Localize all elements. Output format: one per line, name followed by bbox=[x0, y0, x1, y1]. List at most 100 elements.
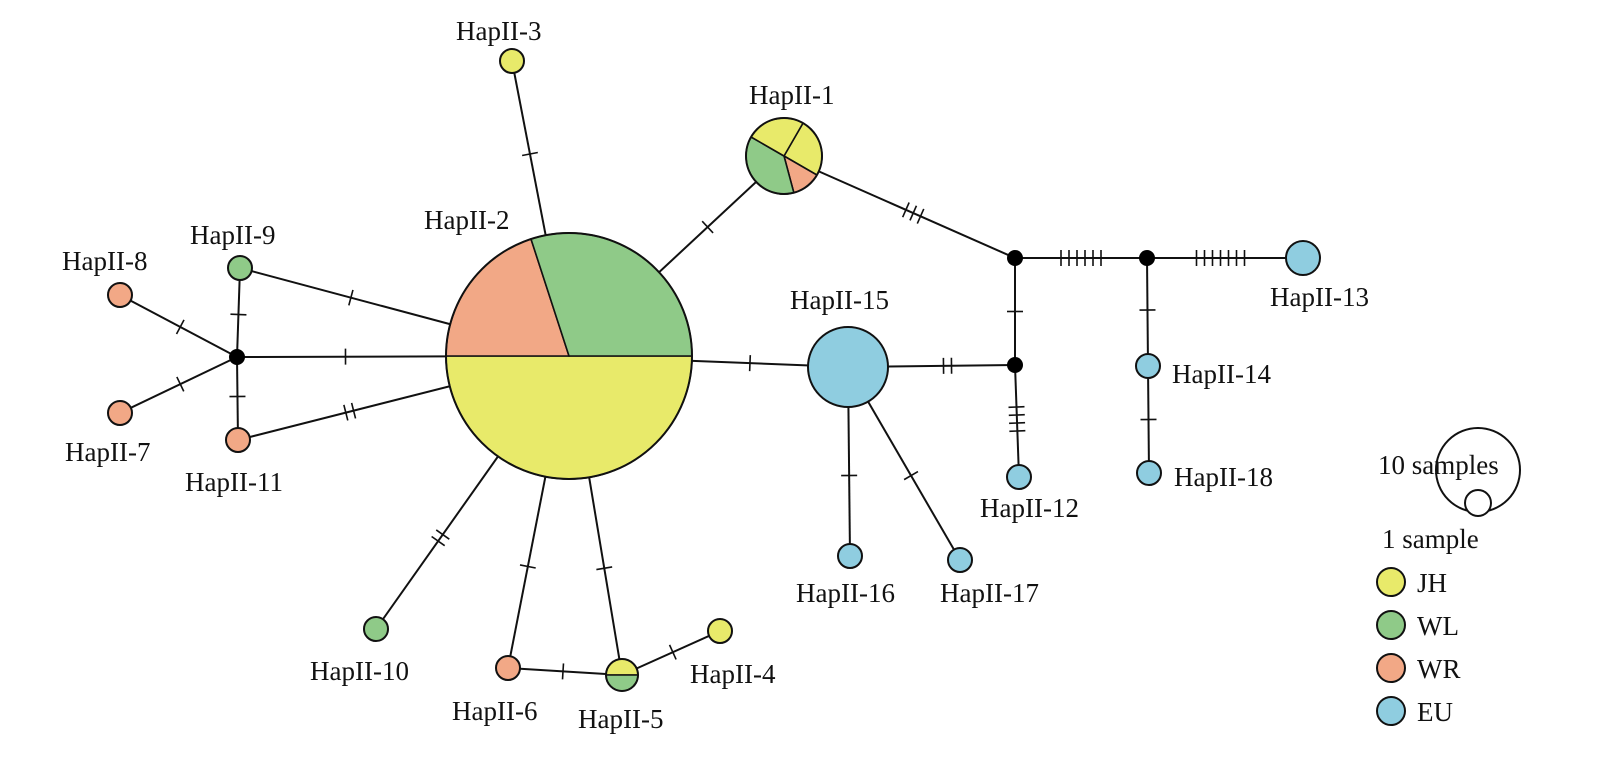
label-h3: HapII-3 bbox=[456, 16, 541, 46]
node-outline bbox=[605, 658, 639, 692]
mutation-tick bbox=[901, 202, 910, 218]
node-h12 bbox=[1006, 464, 1032, 490]
node-h16 bbox=[837, 543, 863, 569]
mutation-tick bbox=[748, 355, 752, 372]
node-slice-WR bbox=[108, 401, 132, 425]
node-outline bbox=[1006, 464, 1032, 490]
median-vector-node bbox=[229, 349, 245, 365]
mutation-tick bbox=[701, 220, 714, 234]
network-edges bbox=[119, 60, 1303, 680]
node-slice-EU bbox=[1007, 465, 1031, 489]
node-outline bbox=[499, 48, 525, 74]
node-outline bbox=[707, 618, 733, 644]
node-outline bbox=[1135, 353, 1161, 379]
mutation-tick bbox=[596, 566, 613, 571]
node-outline bbox=[495, 655, 521, 681]
edge-m1-h11 bbox=[236, 356, 239, 441]
label-h14: HapII-14 bbox=[1172, 359, 1271, 389]
node-h18 bbox=[1136, 460, 1162, 486]
legend-size-small-circle bbox=[1464, 489, 1492, 517]
node-m4 bbox=[1007, 357, 1023, 373]
node-slice-EU bbox=[1136, 354, 1160, 378]
node-m2 bbox=[1007, 250, 1023, 266]
node-outline bbox=[837, 543, 863, 569]
mutation-tick bbox=[668, 644, 677, 660]
edge-m1-h8 bbox=[119, 294, 238, 358]
mutation-tick bbox=[350, 402, 357, 419]
edge-h5-h4 bbox=[621, 630, 721, 676]
mutation-tick bbox=[343, 404, 349, 421]
mutation-tick bbox=[230, 313, 247, 316]
mutation-tick bbox=[909, 205, 918, 221]
label-h6: HapII-6 bbox=[452, 696, 537, 726]
edge-m4-h12 bbox=[1014, 364, 1020, 478]
mutation-tick bbox=[1008, 413, 1025, 417]
node-outline bbox=[227, 255, 253, 281]
median-vector-node bbox=[1007, 250, 1023, 266]
node-outline bbox=[225, 427, 251, 453]
node-h8 bbox=[107, 282, 133, 308]
node-slice-WR bbox=[226, 428, 250, 452]
node-h7 bbox=[107, 400, 133, 426]
mutation-tick bbox=[175, 319, 185, 335]
node-h17 bbox=[947, 547, 973, 573]
mutation-tick bbox=[176, 376, 185, 392]
label-h11: HapII-11 bbox=[185, 467, 283, 497]
node-slice-WL bbox=[228, 256, 252, 280]
node-outline bbox=[107, 400, 133, 426]
legend-swatch-WL bbox=[1376, 610, 1406, 640]
mutation-tick bbox=[519, 564, 536, 569]
mutation-tick bbox=[561, 663, 565, 680]
edge-h1-m2 bbox=[783, 155, 1016, 259]
label-h5: HapII-5 bbox=[578, 704, 663, 734]
label-h12: HapII-12 bbox=[980, 493, 1079, 523]
label-h10: HapII-10 bbox=[310, 656, 409, 686]
label-h9: HapII-9 bbox=[190, 220, 275, 250]
node-outline bbox=[107, 282, 133, 308]
node-h4 bbox=[707, 618, 733, 644]
node-h10 bbox=[363, 616, 389, 642]
node-h1 bbox=[745, 117, 823, 195]
label-h16: HapII-16 bbox=[796, 578, 895, 608]
node-h15 bbox=[807, 326, 889, 408]
node-slice-EU bbox=[838, 544, 862, 568]
node-slice-JH bbox=[445, 355, 693, 480]
node-slice-EU bbox=[1137, 461, 1161, 485]
node-slice-JH bbox=[708, 619, 732, 643]
mutation-tick bbox=[348, 289, 354, 306]
node-slice-JH bbox=[500, 49, 524, 73]
edge-m1-h9 bbox=[236, 267, 241, 358]
network-nodes bbox=[107, 48, 1321, 692]
node-outline bbox=[947, 547, 973, 573]
node-slice-WL bbox=[364, 617, 388, 641]
label-h4: HapII-4 bbox=[690, 659, 776, 689]
edge-m1-h7 bbox=[119, 356, 238, 414]
legend-label-WL: WL bbox=[1417, 611, 1459, 641]
node-outline bbox=[807, 326, 889, 408]
node-slice-EU bbox=[1286, 241, 1320, 275]
node-h2 bbox=[445, 232, 693, 480]
node-slice-EU bbox=[808, 327, 888, 407]
node-labels: HapII-2HapII-1HapII-3HapII-4HapII-5HapII… bbox=[62, 16, 1369, 734]
node-slice-WR bbox=[108, 283, 132, 307]
mutation-tick bbox=[435, 529, 450, 540]
node-h11 bbox=[225, 427, 251, 453]
median-vector-node bbox=[1139, 250, 1155, 266]
edge-m3-h14 bbox=[1146, 257, 1149, 367]
label-h7: HapII-7 bbox=[65, 437, 150, 467]
label-h15: HapII-15 bbox=[790, 285, 889, 315]
edge-h6-h5 bbox=[507, 667, 623, 676]
node-h3 bbox=[499, 48, 525, 74]
node-slice-WR bbox=[496, 656, 520, 680]
mutation-tick bbox=[903, 470, 919, 481]
node-m3 bbox=[1139, 250, 1155, 266]
legend-swatch-EU bbox=[1376, 696, 1406, 726]
node-outline bbox=[363, 616, 389, 642]
label-h1: HapII-1 bbox=[749, 80, 834, 110]
node-m1 bbox=[229, 349, 245, 365]
mutation-tick bbox=[521, 151, 538, 157]
legend-swatch-WR bbox=[1376, 653, 1406, 683]
